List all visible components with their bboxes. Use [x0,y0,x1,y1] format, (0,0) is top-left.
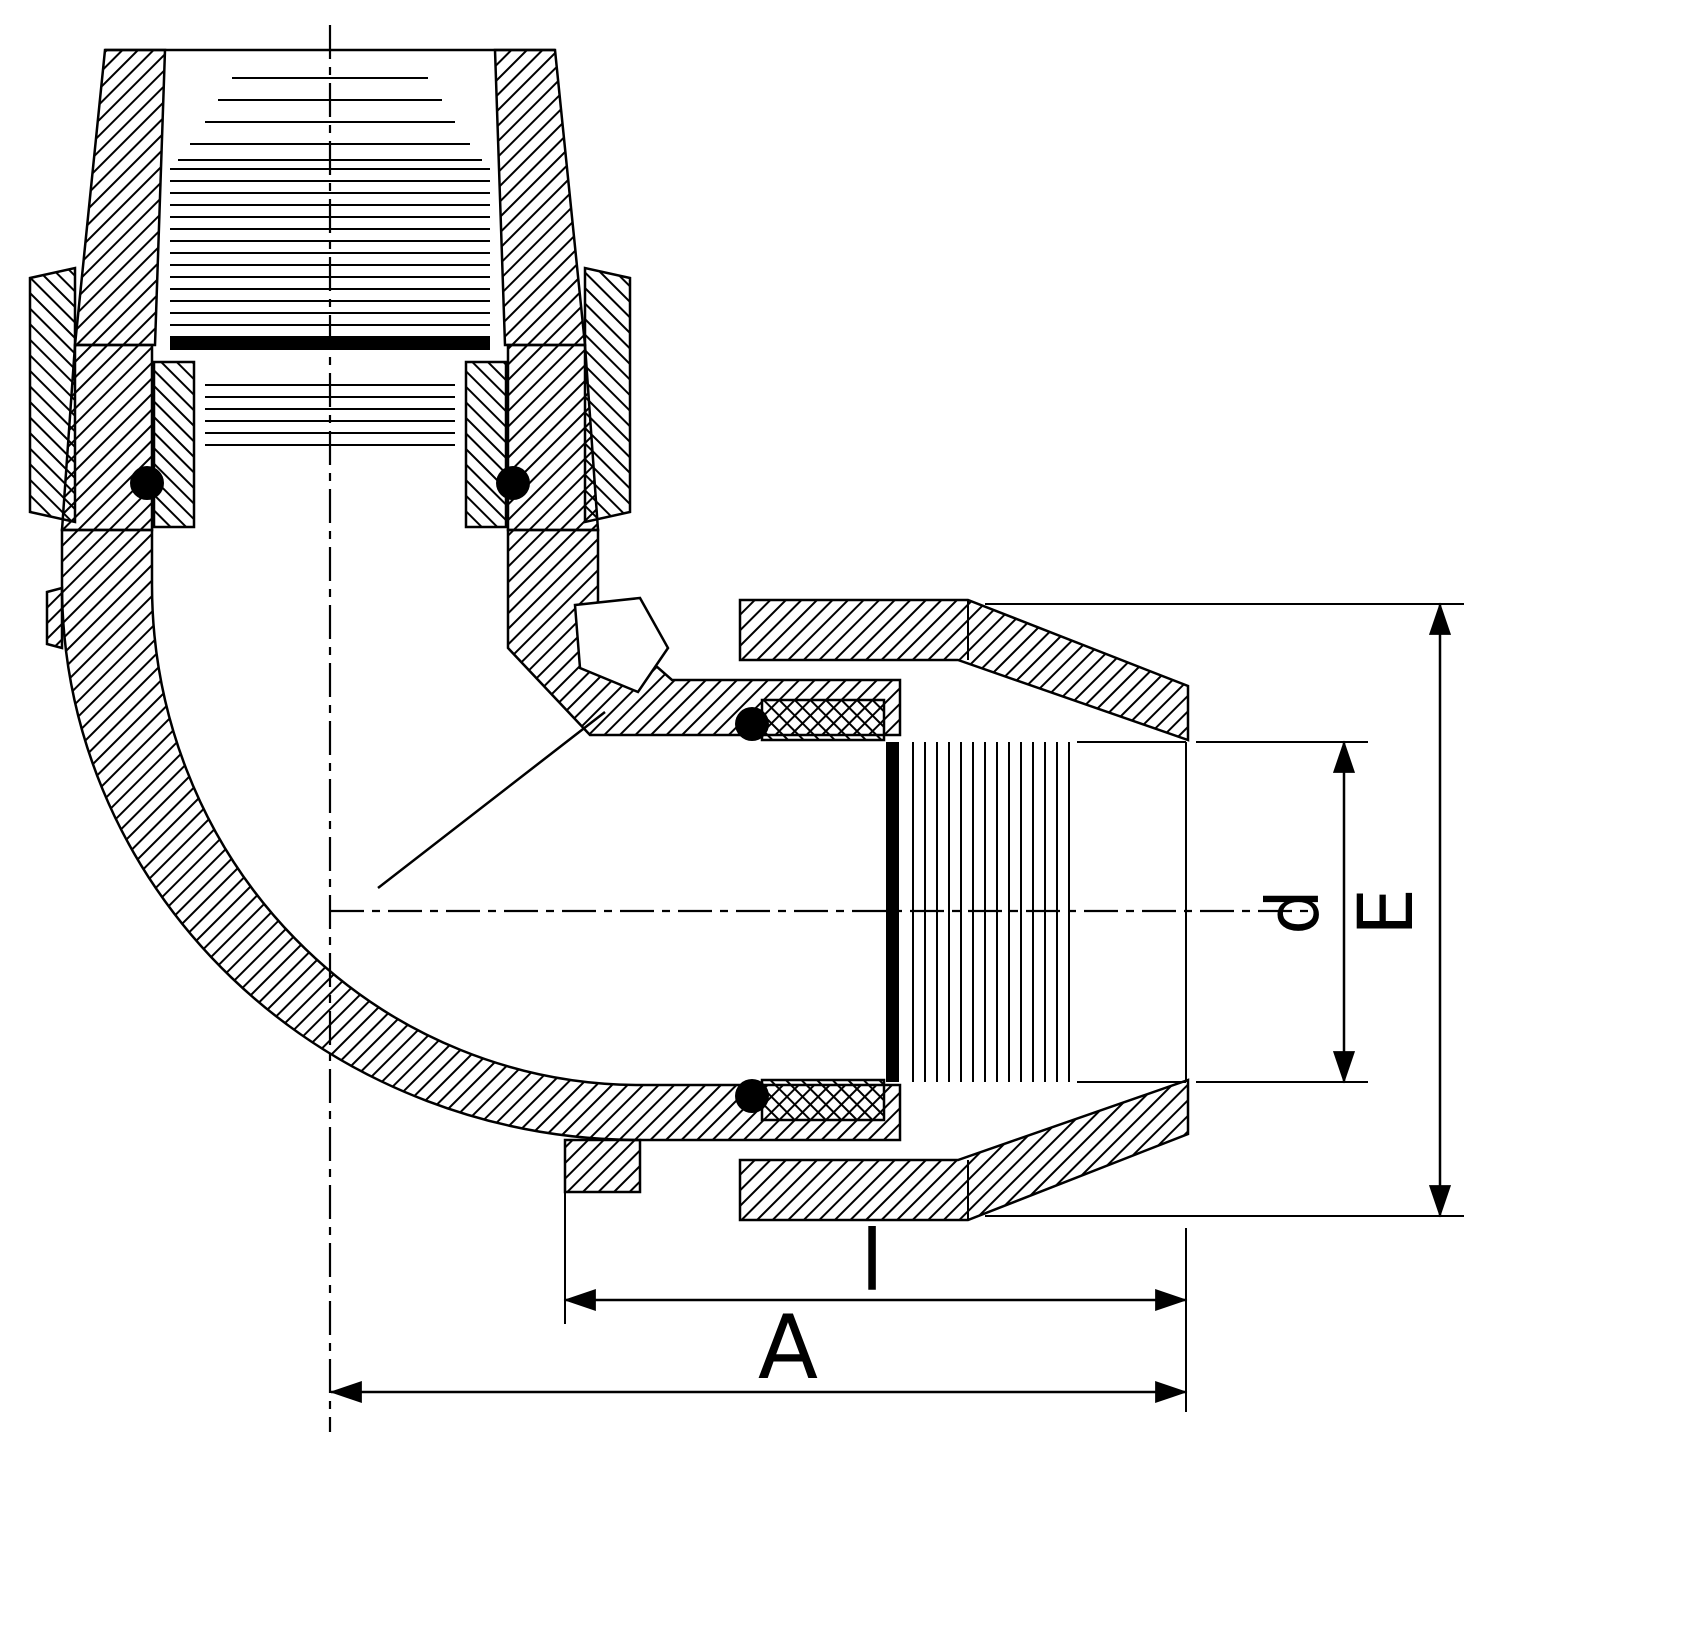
body-wall-left [60,343,154,532]
vertical-nut-right-wall [493,48,587,347]
seal-band-vertical [170,337,490,350]
dimension-E: E [985,602,1464,1218]
horizontal-nut [738,598,1190,1222]
dim-l-label: l [860,1212,883,1310]
o-ring-top [735,707,769,741]
nut-taper-lines [178,77,482,161]
dim-d-label: d [1251,889,1335,935]
vertical-thread-area [170,166,490,344]
bore-transition-line [377,711,606,889]
elbow-outer-band [60,528,902,1142]
vertical-nut-left-wall [73,48,167,347]
o-ring-right [496,466,530,500]
o-ring-bottom [735,1079,769,1113]
bottom-tab [563,1138,642,1194]
elbow-corner-band [506,528,902,737]
grip-ring-bottom [760,1078,886,1122]
seal-band-horizontal [886,742,899,1082]
dim-A-label: A [758,1296,818,1399]
dimension-l: l [563,1155,1188,1412]
horizontal-thread-area [905,742,1077,1082]
dimension-d: d [1196,740,1368,1084]
vertical-outlet [28,48,632,650]
sleeve-thread-area [205,380,455,452]
grip-ring-top [760,698,886,742]
body-wall-right [506,343,600,532]
dimension-A: A [329,1296,1188,1404]
split-ring-right [464,360,508,529]
corner-window [573,596,670,694]
o-ring-left [130,466,164,500]
elbow-body [60,528,1187,1194]
split-ring-left [152,360,196,529]
wall-tab-left [45,586,64,650]
dim-E-label: E [1341,888,1430,936]
